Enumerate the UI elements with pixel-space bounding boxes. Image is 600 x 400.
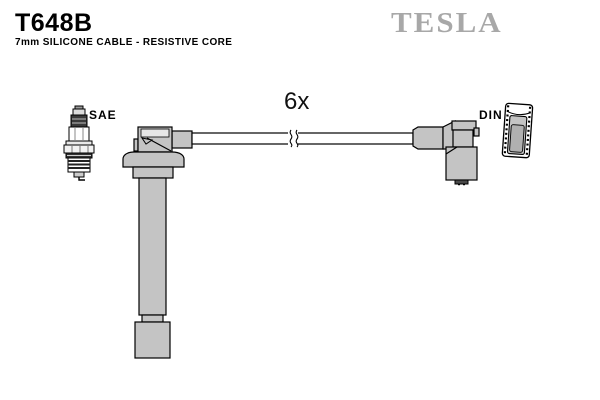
- cable-break-icon: [289, 129, 293, 148]
- boot-flange: [122, 151, 185, 168]
- ignition-cable-illustration: [191, 129, 414, 148]
- coil-boot-chamfer-line: [445, 146, 458, 155]
- plug-electrode-tip: [73, 171, 85, 178]
- part-number: T648B: [15, 9, 93, 37]
- cable-break-icon: [295, 129, 299, 148]
- sae-label: SAE: [89, 108, 117, 122]
- plug-ground-electrode: [78, 177, 85, 181]
- din-label: DIN: [479, 108, 503, 122]
- coil-boot-illustration: [412, 120, 480, 186]
- spark-plug-illustration: [63, 105, 95, 181]
- boot-clip-arrow: [140, 137, 154, 145]
- plug-hex-nut: [63, 144, 95, 154]
- din-terminal-rim-arc: [507, 110, 531, 116]
- boot-left-tab: [133, 138, 139, 152]
- tesla-logo: TESLA: [391, 6, 503, 39]
- plug-ceramic-insulator: [68, 126, 90, 142]
- din-terminal-right-hatch: [525, 106, 532, 156]
- coil-boot-collar: [451, 120, 477, 131]
- boot-cable-sleeve: [171, 130, 193, 149]
- coil-boot-neck: [452, 129, 474, 148]
- boot-shaft: [138, 177, 167, 316]
- quantity-label: 6x: [284, 88, 309, 115]
- boot-bottom-block: [134, 321, 171, 359]
- cable-segment-left: [191, 132, 291, 145]
- cable-segment-right: [295, 132, 414, 145]
- din-terminal-socket-inner: [509, 124, 525, 153]
- plug-rib-section: [70, 114, 88, 128]
- cable-break-gap: [288, 130, 298, 147]
- spark-plug-boot-illustration: [122, 126, 193, 359]
- coil-boot-terminal-tip: [454, 179, 469, 185]
- coil-boot-body: [445, 146, 478, 181]
- plug-terminal-nut: [72, 108, 86, 116]
- coil-boot-sleeve: [412, 126, 444, 150]
- din-terminal-left-hatch: [503, 105, 510, 155]
- cable-spec: 7mm SILICONE CABLE - RESISTIVE CORE: [15, 37, 233, 48]
- boot-shaft-collar: [141, 314, 164, 323]
- din-terminal-illustration: [501, 102, 534, 159]
- boot-neck: [132, 166, 174, 179]
- boot-inner-cavity: [140, 128, 170, 138]
- coil-boot-collar-lip: [473, 127, 480, 137]
- plug-shell-flange: [65, 140, 93, 146]
